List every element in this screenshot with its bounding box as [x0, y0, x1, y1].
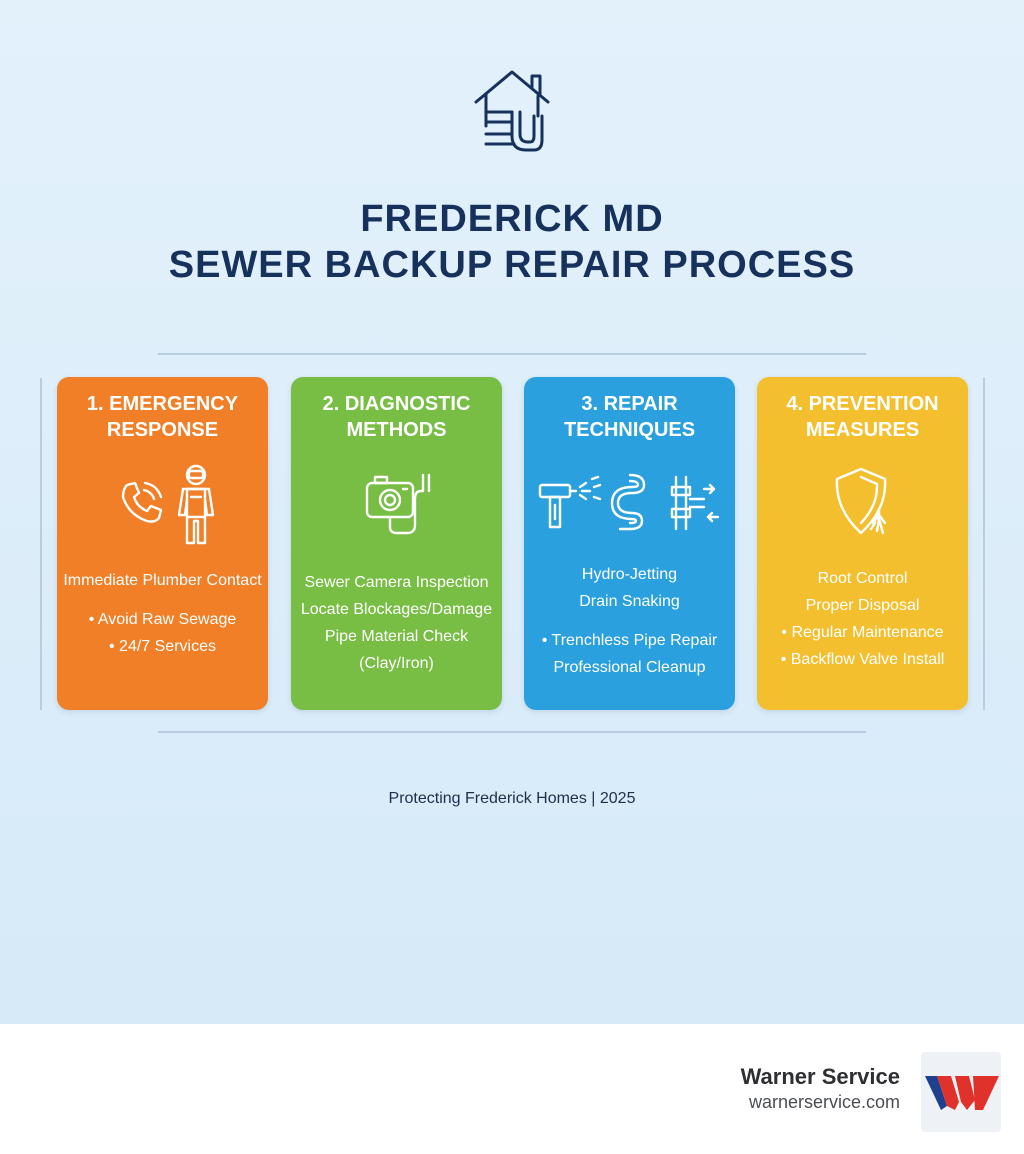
step-title-line1: 1. EMERGENCY: [86, 393, 239, 415]
step-line: • Avoid Raw Sewage: [88, 611, 237, 628]
step-card-lines: Hydro-Jetting Drain Snaking • Trenchless…: [524, 561, 735, 681]
bottom-divider: [158, 731, 866, 733]
step-line: Drain Snaking: [579, 593, 680, 610]
step-line: Proper Disposal: [805, 597, 920, 614]
step-card-prevention-measures: 4. PREVENTION MEASURES Root Control Prop…: [757, 377, 968, 710]
hydro-jet-icon: [538, 475, 602, 529]
step-title-line2: TECHNIQUES: [563, 419, 696, 441]
sewer-camera-icon: [365, 473, 431, 535]
page-title-line2: SEWER BACKUP REPAIR PROCESS: [168, 244, 856, 286]
step-line: • 24/7 Services: [109, 638, 216, 655]
step-title-line1: 3. REPAIR: [581, 393, 678, 415]
step-line: Pipe Material Check: [324, 628, 469, 645]
infographic-poster: FREDERICK MD SEWER BACKUP REPAIR PROCESS…: [0, 0, 1024, 1024]
brand-name: Warner Service: [740, 1064, 900, 1089]
step-card-title: 3. REPAIR TECHNIQUES: [524, 391, 735, 443]
step-line: Root Control: [817, 570, 908, 587]
warner-w-logo: [921, 1052, 1001, 1132]
step-title-line2: MEASURES: [805, 419, 920, 441]
footer-tagline: Protecting Frederick Homes | 2025: [388, 790, 636, 807]
step-card-diagnostic-methods: 2. DIAGNOSTIC METHODS Sewer Camera Inspe…: [291, 377, 502, 710]
step-title-line2: METHODS: [346, 419, 447, 441]
top-divider: [158, 353, 866, 355]
brand-url[interactable]: warnerservice.com: [748, 1092, 900, 1112]
page-title-line1: FREDERICK MD: [360, 198, 664, 240]
left-edge-line: [40, 378, 42, 710]
spacer: [524, 615, 735, 627]
step-card-title: 4. PREVENTION MEASURES: [757, 391, 968, 443]
hazmat-worker-icon: [177, 464, 215, 545]
step-line: Locate Blockages/Damage: [300, 601, 493, 618]
pipe-repair-icon: [670, 475, 720, 531]
step-line: Sewer Camera Inspection: [304, 574, 489, 591]
step-line: Professional Cleanup: [553, 659, 706, 676]
step-line: • Regular Maintenance: [781, 624, 944, 641]
step-line: • Backflow Valve Install: [780, 651, 945, 668]
step-card-lines: Root Control Proper Disposal • Regular M…: [757, 565, 968, 673]
step-card-repair-techniques: 3. REPAIR TECHNIQUES: [524, 377, 735, 710]
phone-ringing-icon: [121, 481, 163, 523]
right-edge-line: [983, 378, 985, 710]
step-title-line1: 4. PREVENTION: [786, 393, 939, 415]
step-line: Immediate Plumber Contact: [63, 572, 262, 589]
step-card-title: 2. DIAGNOSTIC METHODS: [291, 391, 502, 443]
step-title-line1: 2. DIAGNOSTIC: [322, 393, 471, 415]
step-line: Hydro-Jetting: [581, 566, 678, 583]
step-card-lines: Sewer Camera Inspection Locate Blockages…: [291, 569, 502, 677]
step-card-lines: Immediate Plumber Contact • Avoid Raw Se…: [57, 567, 268, 660]
step-line: (Clay/Iron): [359, 655, 434, 672]
shield-root-icon: [835, 467, 887, 535]
step-title-line2: RESPONSE: [106, 419, 219, 441]
drain-snake-icon: [610, 473, 646, 531]
house-drain-icon: [474, 70, 550, 152]
step-card-title: 1. EMERGENCY RESPONSE: [57, 391, 268, 443]
warner-logo-mark: [925, 1076, 999, 1110]
step-card-emergency-response: 1. EMERGENCY RESPONSE Immediate Plumber …: [57, 377, 268, 710]
step-line: • Trenchless Pipe Repair: [541, 632, 718, 649]
spacer: [57, 594, 268, 606]
